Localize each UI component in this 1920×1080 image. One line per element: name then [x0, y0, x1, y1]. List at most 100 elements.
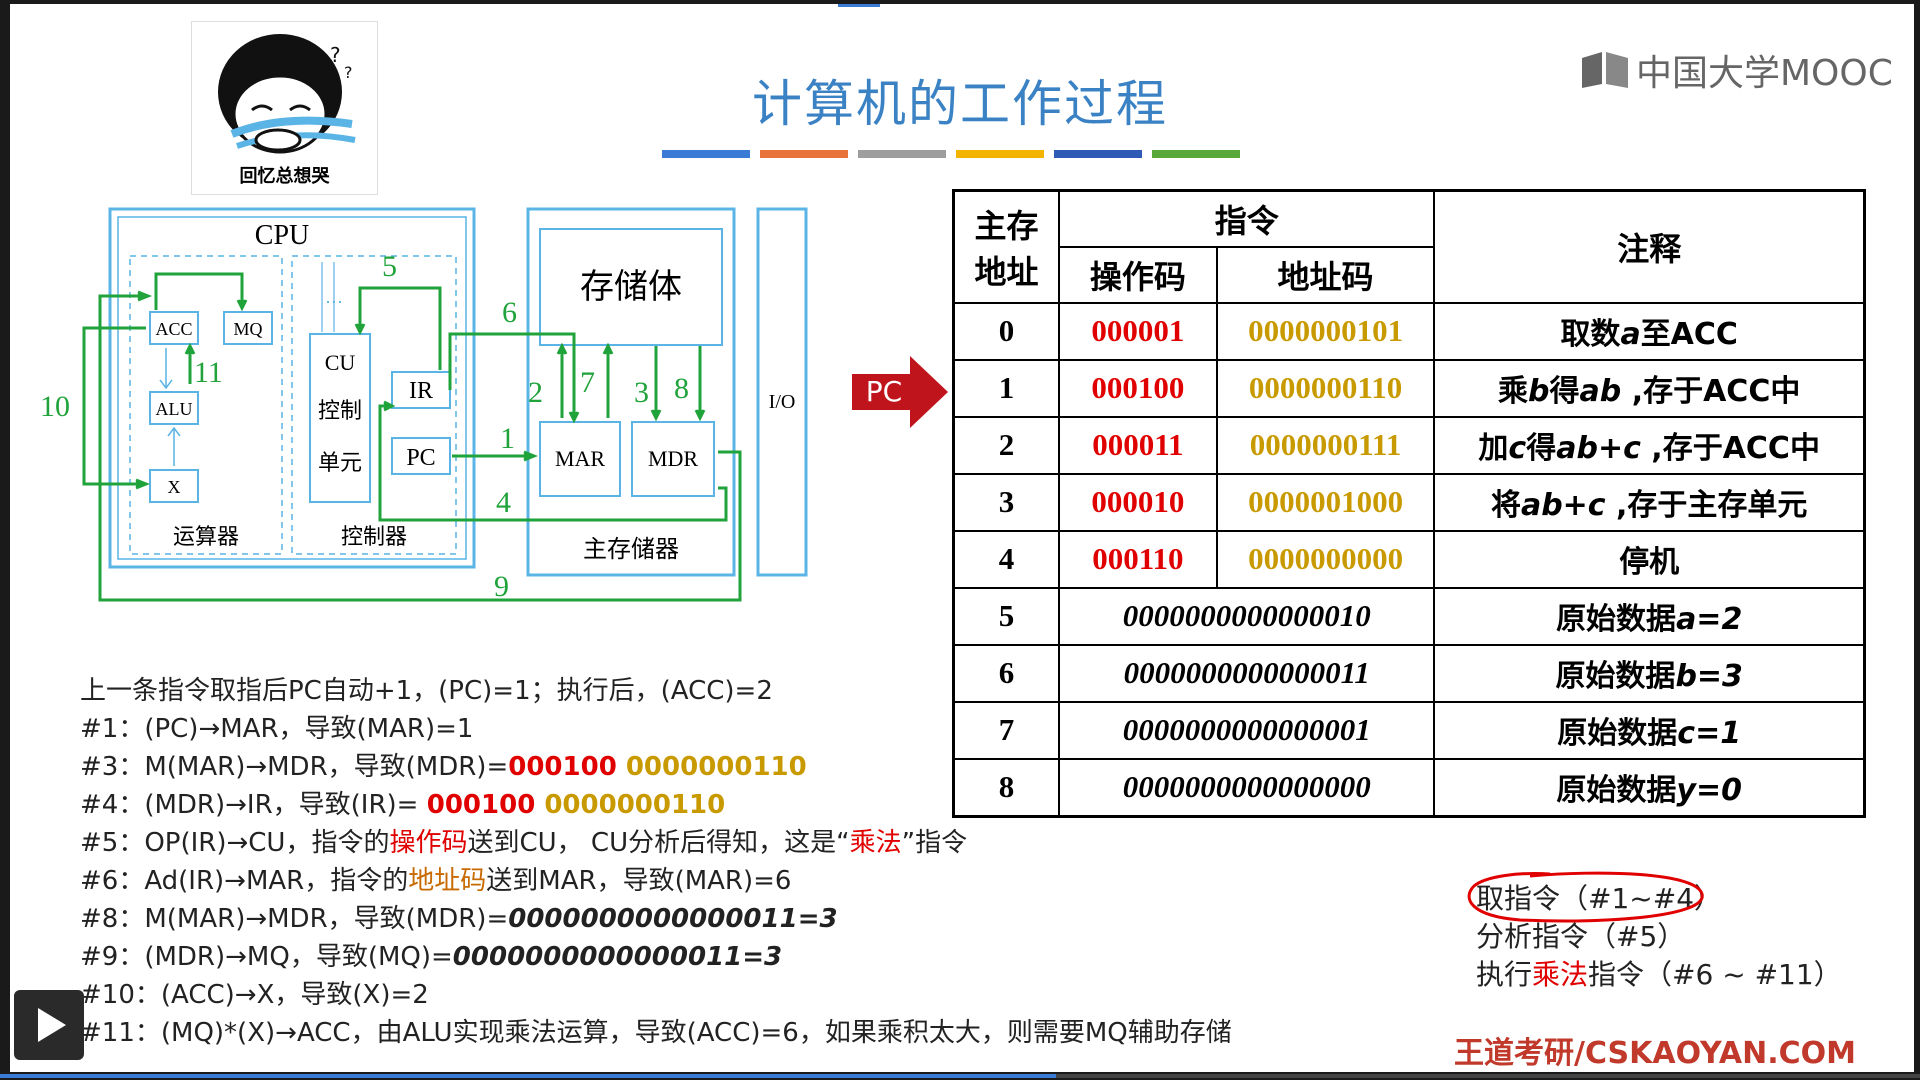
x-alu-arrow [167, 426, 181, 466]
data-bits-cell: 0000000000000011 [1058, 643, 1436, 703]
note-cell: 乘b得ab ,存于ACC中 [1433, 358, 1866, 418]
cu-unit [309, 333, 371, 503]
step-text: #4：(MDR)→IR，导致(IR)= [80, 790, 427, 820]
x-label: X [168, 477, 181, 497]
path-11: 11 [194, 356, 223, 389]
opcode-cell: 000011 [1058, 415, 1218, 475]
table-row: 3 000010 0000001000 将ab+c ,存于主存单元 [952, 472, 1866, 532]
mar-register [539, 421, 621, 497]
mooc-book-icon [1582, 52, 1628, 88]
header-addrcode: 地址码 [1215, 245, 1436, 304]
header-opcode: 操作码 [1058, 245, 1218, 304]
note-text: 原始数据 [1556, 602, 1677, 637]
title-stripes [662, 150, 1240, 158]
addr-cell: 4 [952, 529, 1061, 589]
step-10: #10：(ACC)→X，导致(X)=2 [80, 980, 429, 1010]
cu-line-2: 控制 [318, 398, 362, 423]
cu-line-3: 单元 [318, 450, 362, 475]
path-10: 10 [40, 390, 70, 423]
path-9: 9 [494, 570, 509, 603]
note-cell: 将ab+c ,存于主存单元 [1433, 472, 1866, 532]
addr-cell: 2 [952, 415, 1061, 475]
storage-body [539, 228, 723, 346]
step-6: #6：Ad(IR)→MAR，指令的地址码送到MAR，导致(MAR)=6 [80, 862, 1420, 900]
note-var: b=3 [1675, 659, 1743, 694]
path-6: 6 [502, 296, 517, 329]
svg-text:?: ? [330, 43, 341, 67]
table-row: 6 0000000000000011 原始数据b=3 [952, 643, 1866, 703]
pc-register [391, 437, 451, 475]
note-var: ab+c [1556, 431, 1641, 466]
step-8: #8：M(MAR)→MDR，导致(MDR)=0000000000000011=3 [80, 900, 1420, 938]
opcode-cell: 000010 [1058, 472, 1218, 532]
opcode-cell: 000001 [1058, 301, 1218, 361]
step-text: 送到MAR，导致(MAR)=6 [486, 866, 792, 896]
green-paths [82, 272, 742, 602]
note-var: y=0 [1676, 773, 1742, 808]
path-3: 3 [634, 376, 649, 409]
step-text: #6：Ad(IR)→MAR，指令的 [80, 866, 409, 896]
mdr-register [631, 421, 715, 497]
step-addrcode: 0000000110 [616, 752, 807, 782]
step-text: #9：(MDR)→MQ，导致(MQ)= [80, 942, 453, 972]
note-text: 将 [1490, 488, 1521, 523]
addr-cell: 1 [952, 358, 1061, 418]
path-2: 2 [528, 376, 543, 409]
x-register [149, 469, 199, 503]
summary-execute: 执行乘法指令（#6 ~ #11） [1476, 956, 1842, 994]
path-5: 5 [382, 250, 397, 283]
main-memory-label: 主存储器 [583, 536, 679, 563]
ir-label: IR [409, 378, 433, 404]
table-row: 4 000110 0000000000 停机 [952, 529, 1866, 589]
note-text: 原始数据 [1555, 659, 1676, 694]
addr-cell: 5 [952, 586, 1061, 646]
note-cell: 加c得ab+c ,存于ACC中 [1433, 415, 1866, 475]
crying-face-icon: ? ? [218, 34, 356, 154]
cu-control-lines [321, 262, 335, 332]
brand-footer: 王道考研/CSKAOYAN.COM [1454, 1036, 1856, 1071]
step-3: #3：M(MAR)→MDR，导致(MDR)=000100 0000000110 [80, 748, 1420, 786]
note-text: 取数 [1560, 317, 1621, 352]
meme-image: ? ? 回忆总想哭 [191, 21, 378, 195]
pc-label: PC [406, 445, 435, 471]
step-text: 送到CU， CU分析后得知，这是“ [467, 828, 850, 858]
note-var: ab [1579, 374, 1622, 409]
video-progress-fill [0, 1074, 1056, 1078]
note-text: 得 [1549, 374, 1580, 409]
red-circle-annotation [1467, 871, 1704, 923]
header-addr-line1: 主存 [974, 206, 1039, 245]
ctrl-group-box [291, 255, 457, 555]
io-label: I/O [769, 391, 796, 413]
play-button[interactable] [14, 990, 84, 1060]
alu-group-label: 运算器 [173, 524, 239, 549]
step-9: #9：(MDR)→MQ，导致(MQ)=0000000000000011=3 [80, 938, 1420, 976]
table-row: 5 0000000000000010 原始数据a=2 [952, 586, 1866, 646]
io-box [756, 207, 808, 577]
addr-cell: 3 [952, 472, 1061, 532]
header-addr-line2: 地址 [974, 252, 1039, 291]
note-var: a=2 [1676, 602, 1743, 637]
mq-register [223, 311, 273, 345]
alu-label: ALU [156, 399, 193, 419]
note-var: b [1528, 374, 1550, 409]
table-row: 8 0000000000000000 原始数据y=0 [952, 757, 1866, 817]
addr-cell: 7 [952, 700, 1061, 760]
stripe-4 [956, 150, 1044, 158]
note-text: ,存于ACC中 [1640, 431, 1820, 466]
opcode-cell: 000110 [1058, 529, 1218, 589]
note-var: c=1 [1677, 716, 1742, 751]
slide: ? ? 回忆总想哭 计算机的工作过程 中国大学MOOC CP [10, 4, 1914, 1072]
note-text: 至ACC [1640, 317, 1738, 352]
summary-text: 指令（#6 ~ #11） [1588, 958, 1842, 991]
mooc-logo: 中国大学MOOC [1580, 48, 1893, 94]
video-progress-bar[interactable] [0, 1074, 1920, 1078]
addr-cell: 8 [952, 757, 1061, 817]
path-4: 4 [496, 486, 511, 519]
cpu-box [108, 207, 476, 569]
addr-cell: 6 [952, 643, 1061, 703]
top-indicator [838, 4, 880, 7]
note-text: 乘 [1498, 374, 1529, 409]
table-row: 2 000011 0000000111 加c得ab+c ,存于ACC中 [952, 415, 1866, 475]
alu-unit [149, 391, 199, 425]
